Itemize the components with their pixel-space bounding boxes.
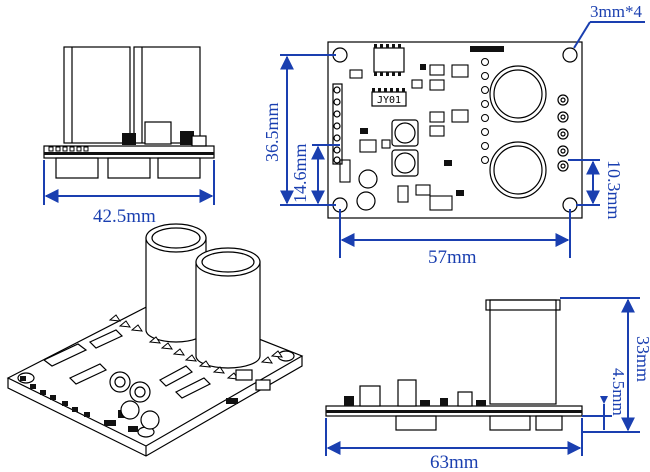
cap-small-1	[358, 169, 378, 189]
right-offset-label: 10.3mm	[604, 160, 624, 220]
capacitor-left	[63, 46, 131, 144]
inductor-side	[144, 121, 172, 145]
heatsink-a	[55, 157, 99, 179]
left-connector	[332, 83, 343, 165]
inductor-top-1	[391, 119, 419, 147]
mount-hole-tr	[562, 47, 578, 63]
inductor-top-2	[391, 149, 419, 177]
cap-small-2	[356, 191, 376, 211]
hole-leader	[573, 21, 591, 49]
top-view: JY01	[327, 41, 583, 219]
terminal-pads	[557, 94, 569, 172]
heatsink-c	[157, 157, 201, 179]
side-view: 42.5mm	[43, 46, 215, 227]
lower-height-label: 14.6mm	[290, 143, 310, 203]
total-height-label: 33mm	[633, 336, 650, 382]
chip-side	[122, 133, 136, 145]
capacitor-top-2	[489, 141, 547, 199]
capacitor-top-1	[489, 65, 547, 123]
capacitor-iso-2	[195, 261, 261, 369]
heatsink-b	[107, 157, 151, 179]
isometric-view	[6, 223, 304, 457]
top-view-dimensions: 36.5mm 14.6mm 57mm 3mm*4 10.3mm	[262, 2, 645, 268]
board-width-label: 57mm	[428, 247, 477, 268]
pcb-top-outline	[327, 41, 583, 219]
board-height-label: 36.5mm	[262, 102, 282, 162]
total-length-label: 63mm	[430, 452, 479, 472]
inductor-iso-1	[109, 371, 131, 393]
standoff-height-label: 4.5mm	[609, 368, 628, 416]
heatsink-front-1	[395, 415, 437, 431]
ic-jy01-label: JY01	[377, 95, 401, 106]
hole-spec-label: 3mm*4	[590, 2, 642, 21]
side-width-label: 42.5mm	[93, 206, 156, 227]
inductor-front	[397, 379, 417, 407]
top-strip	[470, 46, 504, 52]
ic-top	[373, 47, 405, 73]
inductor-iso-2	[129, 381, 151, 403]
ic-jy01	[371, 91, 407, 107]
ic-iso-1	[42, 343, 88, 367]
capacitor-front	[489, 299, 557, 405]
front-view: 33mm 4.5mm 63mm	[325, 297, 650, 472]
